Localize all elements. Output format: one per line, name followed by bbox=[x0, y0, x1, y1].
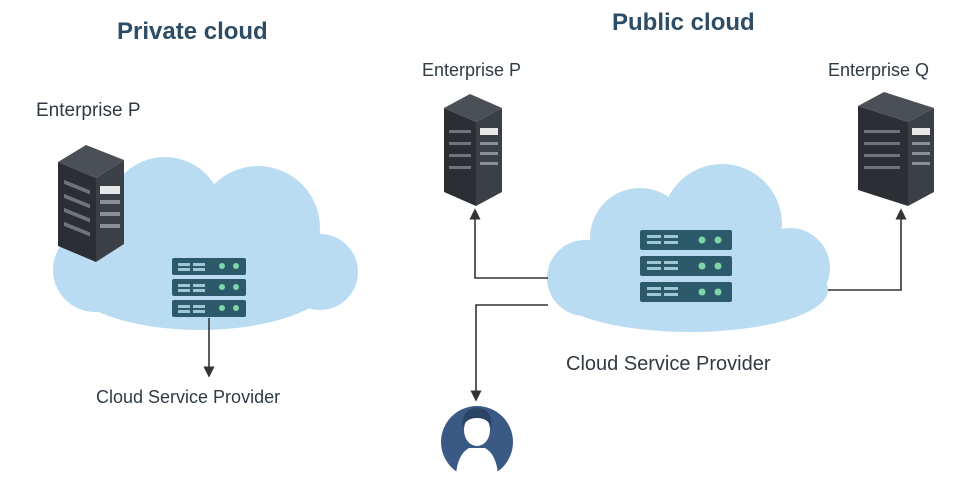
private-enterprise-server-rack-icon bbox=[58, 145, 124, 262]
connector-to-user bbox=[470, 304, 548, 402]
private-enterprise-p-label: Enterprise P bbox=[36, 100, 141, 121]
private-cloud-title: Private cloud bbox=[117, 18, 268, 45]
private-provider-label: Cloud Service Provider bbox=[96, 387, 281, 407]
public-enterprise-q-server-rack-icon bbox=[858, 92, 934, 206]
public-enterprise-q-label: Enterprise Q bbox=[828, 60, 930, 80]
private-provider-server-icon bbox=[172, 258, 246, 317]
public-cloud-icon bbox=[547, 164, 830, 332]
user-avatar-icon bbox=[441, 406, 513, 479]
public-provider-label: Cloud Service Provider bbox=[566, 353, 771, 375]
public-enterprise-p-server-rack-icon bbox=[444, 94, 502, 206]
connector-to-enterprise-p bbox=[469, 208, 548, 279]
public-provider-server-icon bbox=[640, 230, 732, 302]
connector-to-enterprise-q bbox=[828, 208, 907, 291]
public-enterprise-p-label: Enterprise P bbox=[422, 60, 522, 80]
public-cloud-title: Public cloud bbox=[612, 9, 755, 36]
